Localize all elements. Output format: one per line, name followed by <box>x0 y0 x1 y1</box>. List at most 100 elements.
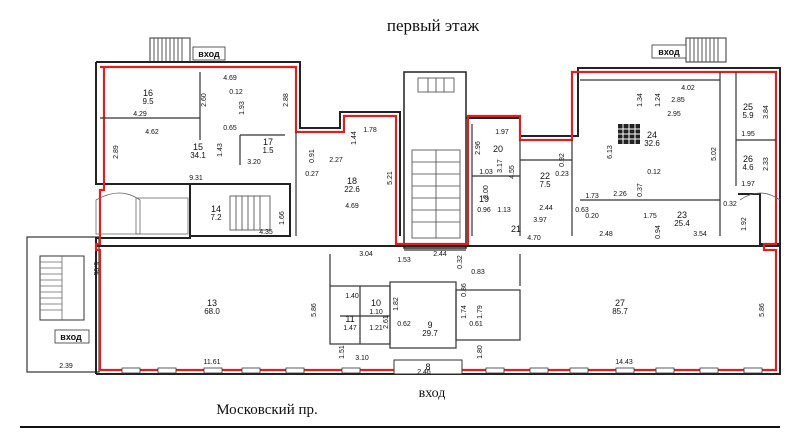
entrance-bottom <box>393 359 463 375</box>
room-27-num: 27 <box>615 298 625 308</box>
dimension-label: 1.13 <box>497 207 511 214</box>
street-name: Московский пр. <box>216 402 318 418</box>
dimension-label: 2.48 <box>599 231 613 238</box>
dimension-label: 11.61 <box>204 359 221 366</box>
dimension-label: 0.27 <box>305 171 319 178</box>
dimension-label: 0.96 <box>477 207 491 214</box>
dimension-label: 1.97 <box>495 129 509 136</box>
dimension-label: 0.61 <box>469 321 483 328</box>
dimension-label: 3.17 <box>497 159 504 173</box>
dimension-label: 1.74 <box>461 305 468 319</box>
dimension-label: 4.02 <box>681 85 695 92</box>
room-27-area: 85.7 <box>612 307 628 316</box>
dimension-label: 2.96 <box>475 141 482 155</box>
dimension-label: 2.26 <box>613 191 627 198</box>
dimension-label: 14.43 <box>615 359 633 366</box>
room-15-num: 15 <box>193 142 203 152</box>
dimension-label: 1.79 <box>477 305 484 319</box>
lease-boundary <box>94 65 778 372</box>
dimension-label: 2.60 <box>201 93 208 107</box>
interior-walls <box>100 72 776 349</box>
lease-boundary-inner <box>100 67 105 191</box>
room-14-area: 7.2 <box>210 213 222 222</box>
room-18-num: 18 <box>347 176 357 186</box>
dimension-label: 2.33 <box>763 157 770 171</box>
dimension-label: 2.44 <box>433 251 447 258</box>
room-16-area: 9.5 <box>142 97 154 106</box>
room-25-area: 5.9 <box>742 111 754 120</box>
room-21-num: 21 <box>511 224 521 234</box>
light-wells <box>95 192 781 235</box>
dimension-label: 4.62 <box>145 129 159 136</box>
room-15-area: 34.1 <box>190 151 206 160</box>
dimension-label: 1.78 <box>363 127 377 134</box>
room-20-num: 20 <box>493 144 503 154</box>
central-stairwell <box>411 77 461 239</box>
room-19-num: 19 <box>479 194 489 204</box>
dimension-label: 3.04 <box>359 251 373 258</box>
dimension-label: 0.92 <box>559 153 566 167</box>
dimension-label: 5.86 <box>311 303 318 317</box>
dimension-label: 4.29 <box>133 111 147 118</box>
dim-annex-width: 2.39 <box>59 363 73 370</box>
dimension-label: 1.53 <box>397 257 411 264</box>
left-annex <box>26 236 100 373</box>
walls <box>95 61 781 375</box>
room-11-num: 11 <box>345 314 354 324</box>
dimension-label: 0.63 <box>575 207 589 214</box>
entrance-top-left: вход <box>149 37 226 63</box>
room-26-num: 26 <box>743 154 753 164</box>
room-16-num: 16 <box>143 88 153 98</box>
dimension-label: 0.32 <box>457 255 464 269</box>
dimension-label: 5.02 <box>711 147 718 161</box>
dimension-label: 0.83 <box>471 269 485 276</box>
dimension-label: 3.20 <box>247 159 261 166</box>
dimension-label: 2.46 <box>417 369 431 376</box>
room-24-area: 32.6 <box>644 139 660 148</box>
entrance-top-right: вход <box>651 37 727 63</box>
room-25-num: 25 <box>743 102 753 112</box>
floor-title: первый этаж <box>387 16 479 35</box>
dimension-label: 2.27 <box>329 157 343 164</box>
dimension-label: 1.66 <box>279 211 286 225</box>
dimension-label: 1.80 <box>477 345 484 359</box>
dimension-label: 2.00 <box>483 185 490 199</box>
room-23-area: 25.4 <box>674 219 690 228</box>
dimension-label: 0.37 <box>637 183 644 197</box>
facade-windows <box>121 367 763 374</box>
room-24-num: 24 <box>647 130 657 140</box>
dimension-label: 4.69 <box>345 203 359 210</box>
room-10-num: 10 <box>371 298 381 308</box>
entrance-label-bottom: вход <box>419 386 446 401</box>
dimension-label: 1.95 <box>741 131 755 138</box>
dimension-label: 1.10 <box>369 309 383 316</box>
room-13-num: 13 <box>207 298 217 308</box>
dimension-label: 0.94 <box>655 225 662 239</box>
dimension-label: 2.61 <box>383 315 390 329</box>
dimension-label: 0.20 <box>585 213 599 220</box>
dimension-label: 1.43 <box>217 143 224 157</box>
dimension-label: 2.85 <box>671 97 685 104</box>
dimension-label: 3.54 <box>693 231 707 238</box>
room14-stairs <box>229 195 271 231</box>
room-9-num: 9 <box>427 320 432 330</box>
dimension-label: 0.62 <box>397 321 411 328</box>
dimension-label: 4.55 <box>509 165 516 179</box>
dimension-label: 0.12 <box>647 169 661 176</box>
dimension-label: 9.31 <box>189 175 203 182</box>
dimension-label: 1.44 <box>351 131 358 145</box>
room-9-area: 29.7 <box>422 329 438 338</box>
room-17-area: 1.5 <box>262 146 274 155</box>
dimension-label: 3.97 <box>533 217 547 224</box>
dimension-label: 1.47 <box>343 325 357 332</box>
dimension-label: 4.35 <box>259 229 273 236</box>
dimension-label: 6.13 <box>607 145 614 159</box>
dimension-label: 5.21 <box>387 171 394 185</box>
room-14-num: 14 <box>211 204 221 214</box>
dimension-label: 2.88 <box>283 93 290 107</box>
room-22-num: 22 <box>540 171 550 181</box>
entrance-label-top-right: вход <box>658 47 680 57</box>
dimension-label: 1.24 <box>655 93 662 107</box>
dimension-label: 1.51 <box>339 345 346 359</box>
